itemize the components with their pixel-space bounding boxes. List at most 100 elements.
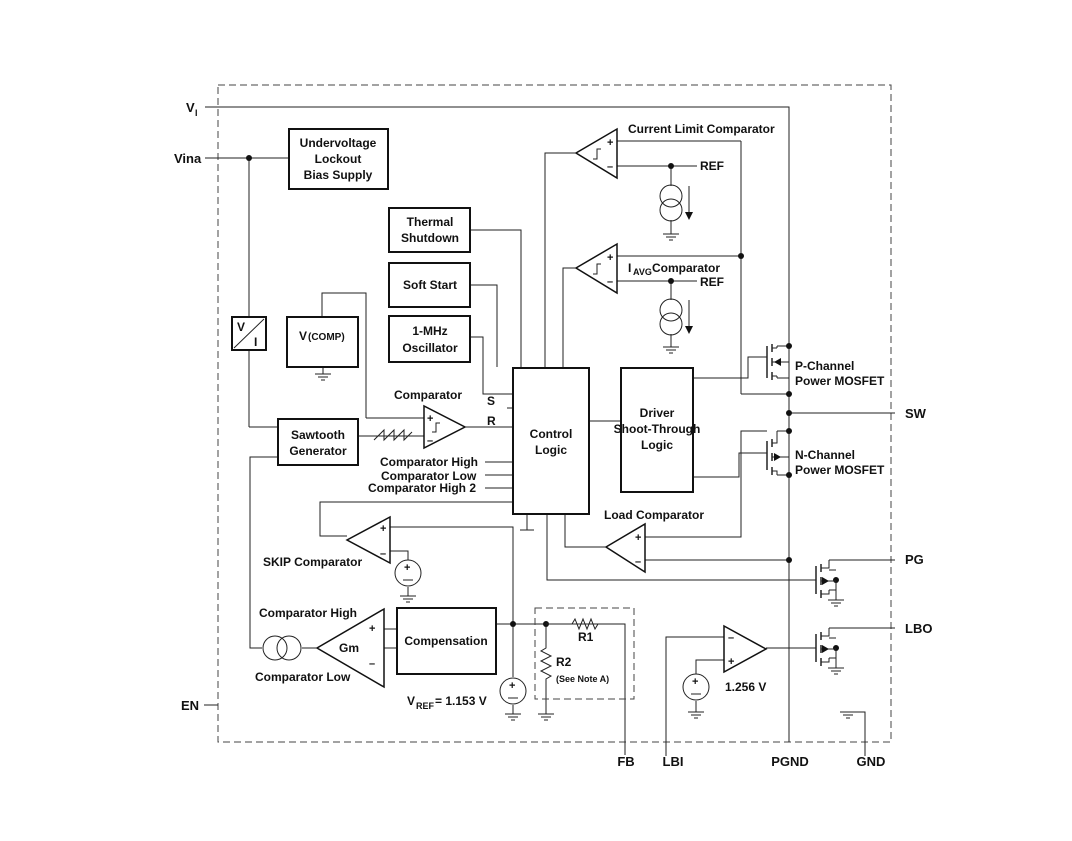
svg-text:–: –	[369, 658, 375, 670]
svg-text:AVG: AVG	[633, 267, 652, 277]
r2-label: R2	[556, 655, 572, 669]
vcomp-source-block: V (COMP)	[286, 316, 359, 368]
pin-vi: V I	[186, 100, 198, 118]
pin-pgnd: PGND	[771, 754, 809, 769]
svg-text:V: V	[237, 320, 245, 334]
svg-text:(COMP): (COMP)	[308, 332, 345, 343]
vref-label: V REF = 1.153 V	[407, 694, 487, 711]
svg-text:Oscillator: Oscillator	[402, 341, 458, 355]
svg-text:= 1.153 V: = 1.153 V	[435, 694, 487, 708]
svg-text:+: +	[369, 623, 375, 635]
svg-text:+: +	[404, 562, 410, 574]
svg-text:Control: Control	[530, 427, 573, 441]
vcomp-ground-symbol	[315, 373, 331, 381]
current-limit-comparator-label: Current Limit Comparator	[628, 122, 775, 136]
svg-text:Sawtooth: Sawtooth	[291, 428, 345, 442]
svg-text:Shoot-Through: Shoot-Through	[614, 422, 701, 436]
ground-symbol-r2	[538, 713, 554, 721]
iavg-comparator-label: I AVG Comparator	[628, 261, 720, 277]
iavg-comparator: + –	[574, 242, 618, 295]
skip-voltage-source: +	[394, 559, 422, 587]
svg-text:P-Channel: P-Channel	[795, 359, 854, 373]
ref-label-limit: REF	[700, 159, 724, 173]
svg-text:I: I	[628, 261, 631, 275]
svg-text:V: V	[186, 100, 195, 115]
resistor-r1	[546, 617, 625, 631]
svg-text:+: +	[728, 656, 734, 668]
svg-text:–: –	[728, 632, 734, 644]
ground-symbol-lbo	[828, 667, 844, 675]
r1-label: R1	[578, 630, 594, 644]
pg-open-drain-mosfet	[815, 560, 836, 598]
lbo-open-drain-mosfet	[815, 628, 836, 666]
note-a-label: (See Note A)	[556, 674, 609, 684]
pwm-comparator: + –	[423, 404, 467, 450]
svg-text:Undervoltage: Undervoltage	[300, 136, 377, 150]
ground-symbol-lbi	[688, 711, 704, 719]
ground-symbol-avg	[663, 346, 679, 354]
svg-text:Thermal: Thermal	[407, 215, 454, 229]
gm-comparator-high-label: Comparator High	[259, 606, 357, 620]
svg-text:I: I	[254, 335, 257, 349]
svg-text:V: V	[407, 694, 415, 708]
control-logic-block: Control Logic	[512, 367, 590, 515]
oscillator-block: 1-MHz Oscillator	[388, 315, 471, 363]
svg-text:+: +	[692, 676, 698, 688]
svg-text:+: +	[607, 137, 613, 149]
svg-text:Shutdown: Shutdown	[401, 231, 459, 245]
gm-comparator-low-label: Comparator Low	[255, 670, 351, 684]
pin-vina: Vina	[174, 151, 202, 166]
ground-symbol-gnd	[840, 711, 856, 719]
svg-text:–: –	[635, 556, 641, 568]
pin-en: EN	[181, 698, 199, 713]
compensation-block: Compensation	[396, 607, 497, 675]
svg-text:1-MHz: 1-MHz	[412, 324, 447, 338]
resistor-r2	[539, 640, 553, 690]
svg-text:Gm: Gm	[339, 641, 359, 655]
n-channel-label: N-Channel Power MOSFET	[795, 448, 885, 477]
svg-text:+: +	[607, 252, 613, 264]
pin-lbi: LBI	[663, 754, 684, 769]
svg-text:Comparator: Comparator	[652, 261, 720, 275]
gm-current-transformer-icon	[262, 635, 302, 661]
comparator-high-label: Comparator High	[380, 455, 478, 469]
svg-text:Driver: Driver	[640, 406, 675, 420]
wires	[204, 106, 895, 756]
ground-symbol-pg	[828, 599, 844, 607]
load-comparator-label: Load Comparator	[604, 508, 704, 522]
skip-comparator-label: SKIP Comparator	[263, 555, 362, 569]
pin-pg: PG	[905, 552, 924, 567]
svg-text:Compensation: Compensation	[404, 634, 487, 648]
svg-text:–: –	[607, 161, 613, 173]
svg-text:REF: REF	[416, 701, 435, 711]
ref-label-avg: REF	[700, 275, 724, 289]
v-to-i-converter-block: V I	[231, 316, 267, 351]
svg-text:Lockout: Lockout	[315, 152, 362, 166]
current-limit-comparator: + –	[574, 127, 618, 180]
thermal-shutdown-block: Thermal Shutdown	[388, 207, 471, 253]
svg-text:+: +	[509, 680, 515, 692]
svg-text:N-Channel: N-Channel	[795, 448, 855, 462]
svg-text:I: I	[195, 108, 198, 118]
uvlo-block: Undervoltage Lockout Bias Supply	[288, 128, 389, 190]
soft-start-block: Soft Start	[388, 262, 471, 308]
pin-lbo: LBO	[905, 621, 932, 636]
skip-comparator: + –	[345, 515, 391, 565]
pin-sw: SW	[905, 406, 927, 421]
feedback-network-boundary	[534, 607, 635, 700]
svg-text:+: +	[380, 523, 386, 535]
svg-text:V: V	[299, 329, 307, 343]
svg-text:–: –	[427, 435, 433, 447]
low-battery-comparator: – +	[723, 624, 768, 674]
set-input-label: S	[487, 394, 495, 408]
n-channel-mosfet	[766, 431, 789, 475]
driver-logic-block: Driver Shoot-Through Logic	[614, 367, 701, 493]
svg-text:–: –	[607, 276, 613, 288]
lbi-reference-source: +	[682, 673, 710, 701]
vref-voltage-source: +	[499, 677, 527, 705]
lbi-threshold-label: 1.256 V	[725, 680, 766, 694]
svg-text:+: +	[427, 413, 433, 425]
svg-text:Bias Supply: Bias Supply	[304, 168, 373, 182]
sawtooth-waveform-icon	[373, 428, 413, 442]
reset-input-label: R	[487, 414, 496, 428]
